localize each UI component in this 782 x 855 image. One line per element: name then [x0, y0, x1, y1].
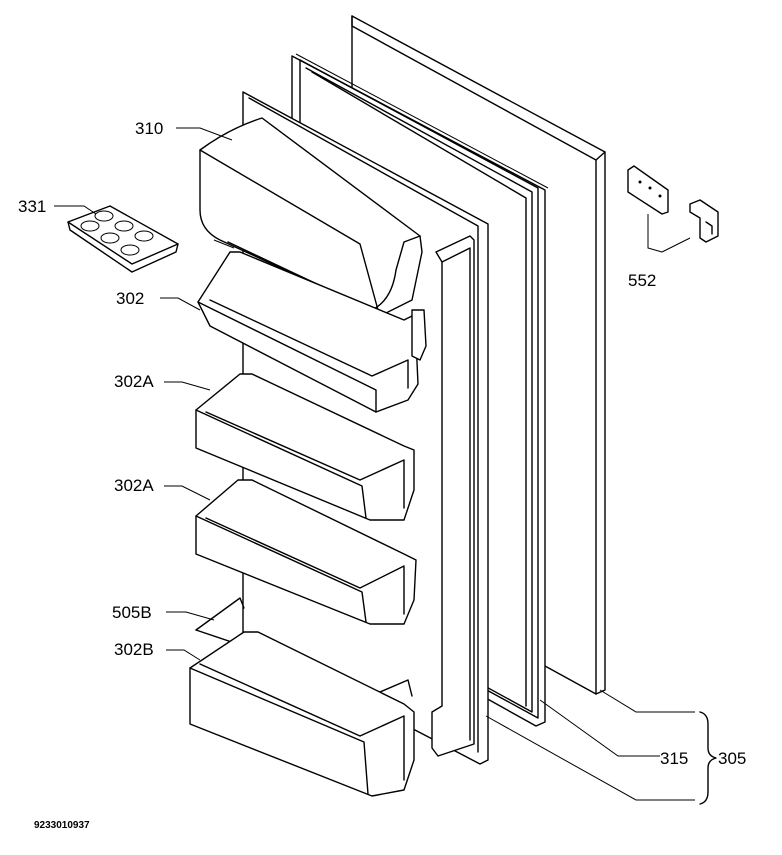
part-302-door-shelf: [197, 251, 427, 413]
label-552: 552: [628, 271, 657, 290]
label-310: 310: [135, 119, 164, 138]
label-302: 302: [116, 289, 145, 308]
leader-lines-305: [485, 689, 717, 805]
part-302a-lower: [195, 479, 417, 625]
label-305: 305: [718, 749, 747, 768]
part-302b-bottle-shelf: [189, 631, 415, 797]
label-302a-lower: 302A: [114, 476, 154, 495]
label-302a-upper: 302A: [114, 372, 154, 391]
label-331: 331: [18, 197, 47, 216]
label-505b: 505B: [112, 603, 152, 622]
part-552-hinge: [627, 165, 719, 253]
label-leaders: [54, 127, 233, 661]
drawing-code: 9233010937: [34, 820, 90, 831]
label-315: 315: [660, 749, 689, 768]
part-331-egg-tray: [67, 205, 179, 273]
label-302b: 302B: [114, 640, 154, 659]
part-302a-upper: [195, 373, 415, 521]
